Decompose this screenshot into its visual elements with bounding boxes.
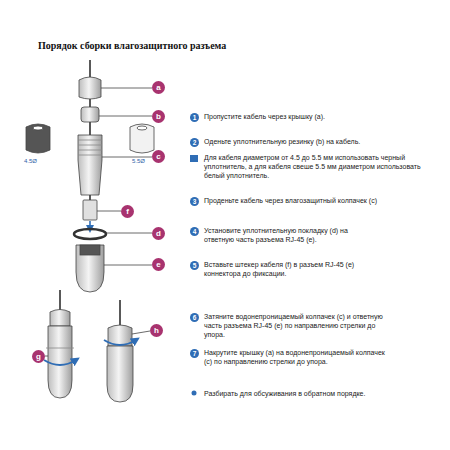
cable	[59, 290, 61, 312]
note-text: Для кабеля диаметром от 4.5 до 5.5 мм ис…	[204, 153, 439, 180]
title: Порядок сборки влагозащитного разъема	[38, 40, 226, 51]
step-number: 7	[190, 349, 199, 358]
black-seal	[26, 124, 50, 153]
dimension: 5.5Ø	[132, 158, 145, 164]
joint-line	[46, 348, 74, 349]
tighten-arrow	[44, 360, 76, 365]
callout-letter: b	[152, 110, 165, 123]
leader-line	[99, 116, 152, 117]
callout-letter: h	[150, 324, 163, 337]
step-number: 1	[190, 113, 199, 122]
cap-a	[50, 310, 70, 327]
step-text: Пропустите кабель через крышку (a).	[204, 112, 439, 121]
cap-ridges	[78, 140, 102, 155]
step-text: Вставьте штекер кабеля (f) в разъем RJ-4…	[204, 260, 379, 278]
note-text: Разбирать для обсуживания в обратном пор…	[204, 389, 439, 398]
step-number: 2	[190, 138, 199, 147]
callout-letter: c	[152, 150, 165, 163]
assembled-body	[48, 326, 72, 398]
leader-line	[102, 157, 152, 158]
assembled-body	[107, 346, 133, 402]
note-dot	[192, 391, 197, 396]
seal-b	[81, 107, 99, 122]
callout-letter: d	[152, 227, 165, 240]
callout-letter: f	[121, 205, 134, 218]
step-number: 6	[190, 313, 199, 322]
leader-line	[45, 356, 48, 357]
callout-letter: e	[152, 258, 165, 271]
screw-arrow	[104, 340, 136, 345]
leader-line	[132, 331, 150, 334]
note-icon	[190, 155, 198, 162]
dimension: 4.5Ø	[24, 158, 37, 164]
socket-e	[76, 245, 104, 292]
cap-c	[78, 135, 102, 195]
note-icons	[190, 155, 198, 396]
plug-f	[83, 200, 97, 220]
gasket-d	[74, 229, 106, 239]
step-text: Накрутите крышку (a) на водонепроницаемы…	[204, 348, 389, 366]
leader-line	[101, 88, 152, 89]
seal-hole	[137, 126, 147, 130]
step-number: 4	[190, 227, 199, 236]
step-number: 3	[190, 197, 199, 206]
step-text: Затяните водонепроницаемый колпачек (c) …	[204, 312, 394, 339]
assembled-views	[44, 290, 150, 402]
step-text: Установите уплотнительную покладку (d) н…	[204, 226, 369, 244]
white-seal	[130, 124, 154, 153]
step-text: Проденьте кабель через влагозащитный кол…	[204, 196, 439, 205]
step-number: 5	[190, 261, 199, 270]
cap-a	[79, 77, 101, 99]
callout-letter: g	[32, 350, 45, 363]
callout-letter: a	[152, 81, 165, 94]
cable	[119, 300, 121, 326]
leader-line	[104, 265, 152, 266]
step-text: Оденьте уплотнительную резинку (b) на ка…	[204, 137, 439, 146]
leader-line	[106, 233, 152, 234]
exploded-view	[26, 60, 154, 292]
leader-line	[97, 211, 121, 212]
seal-hole	[33, 126, 43, 130]
socket-nut	[80, 245, 100, 255]
